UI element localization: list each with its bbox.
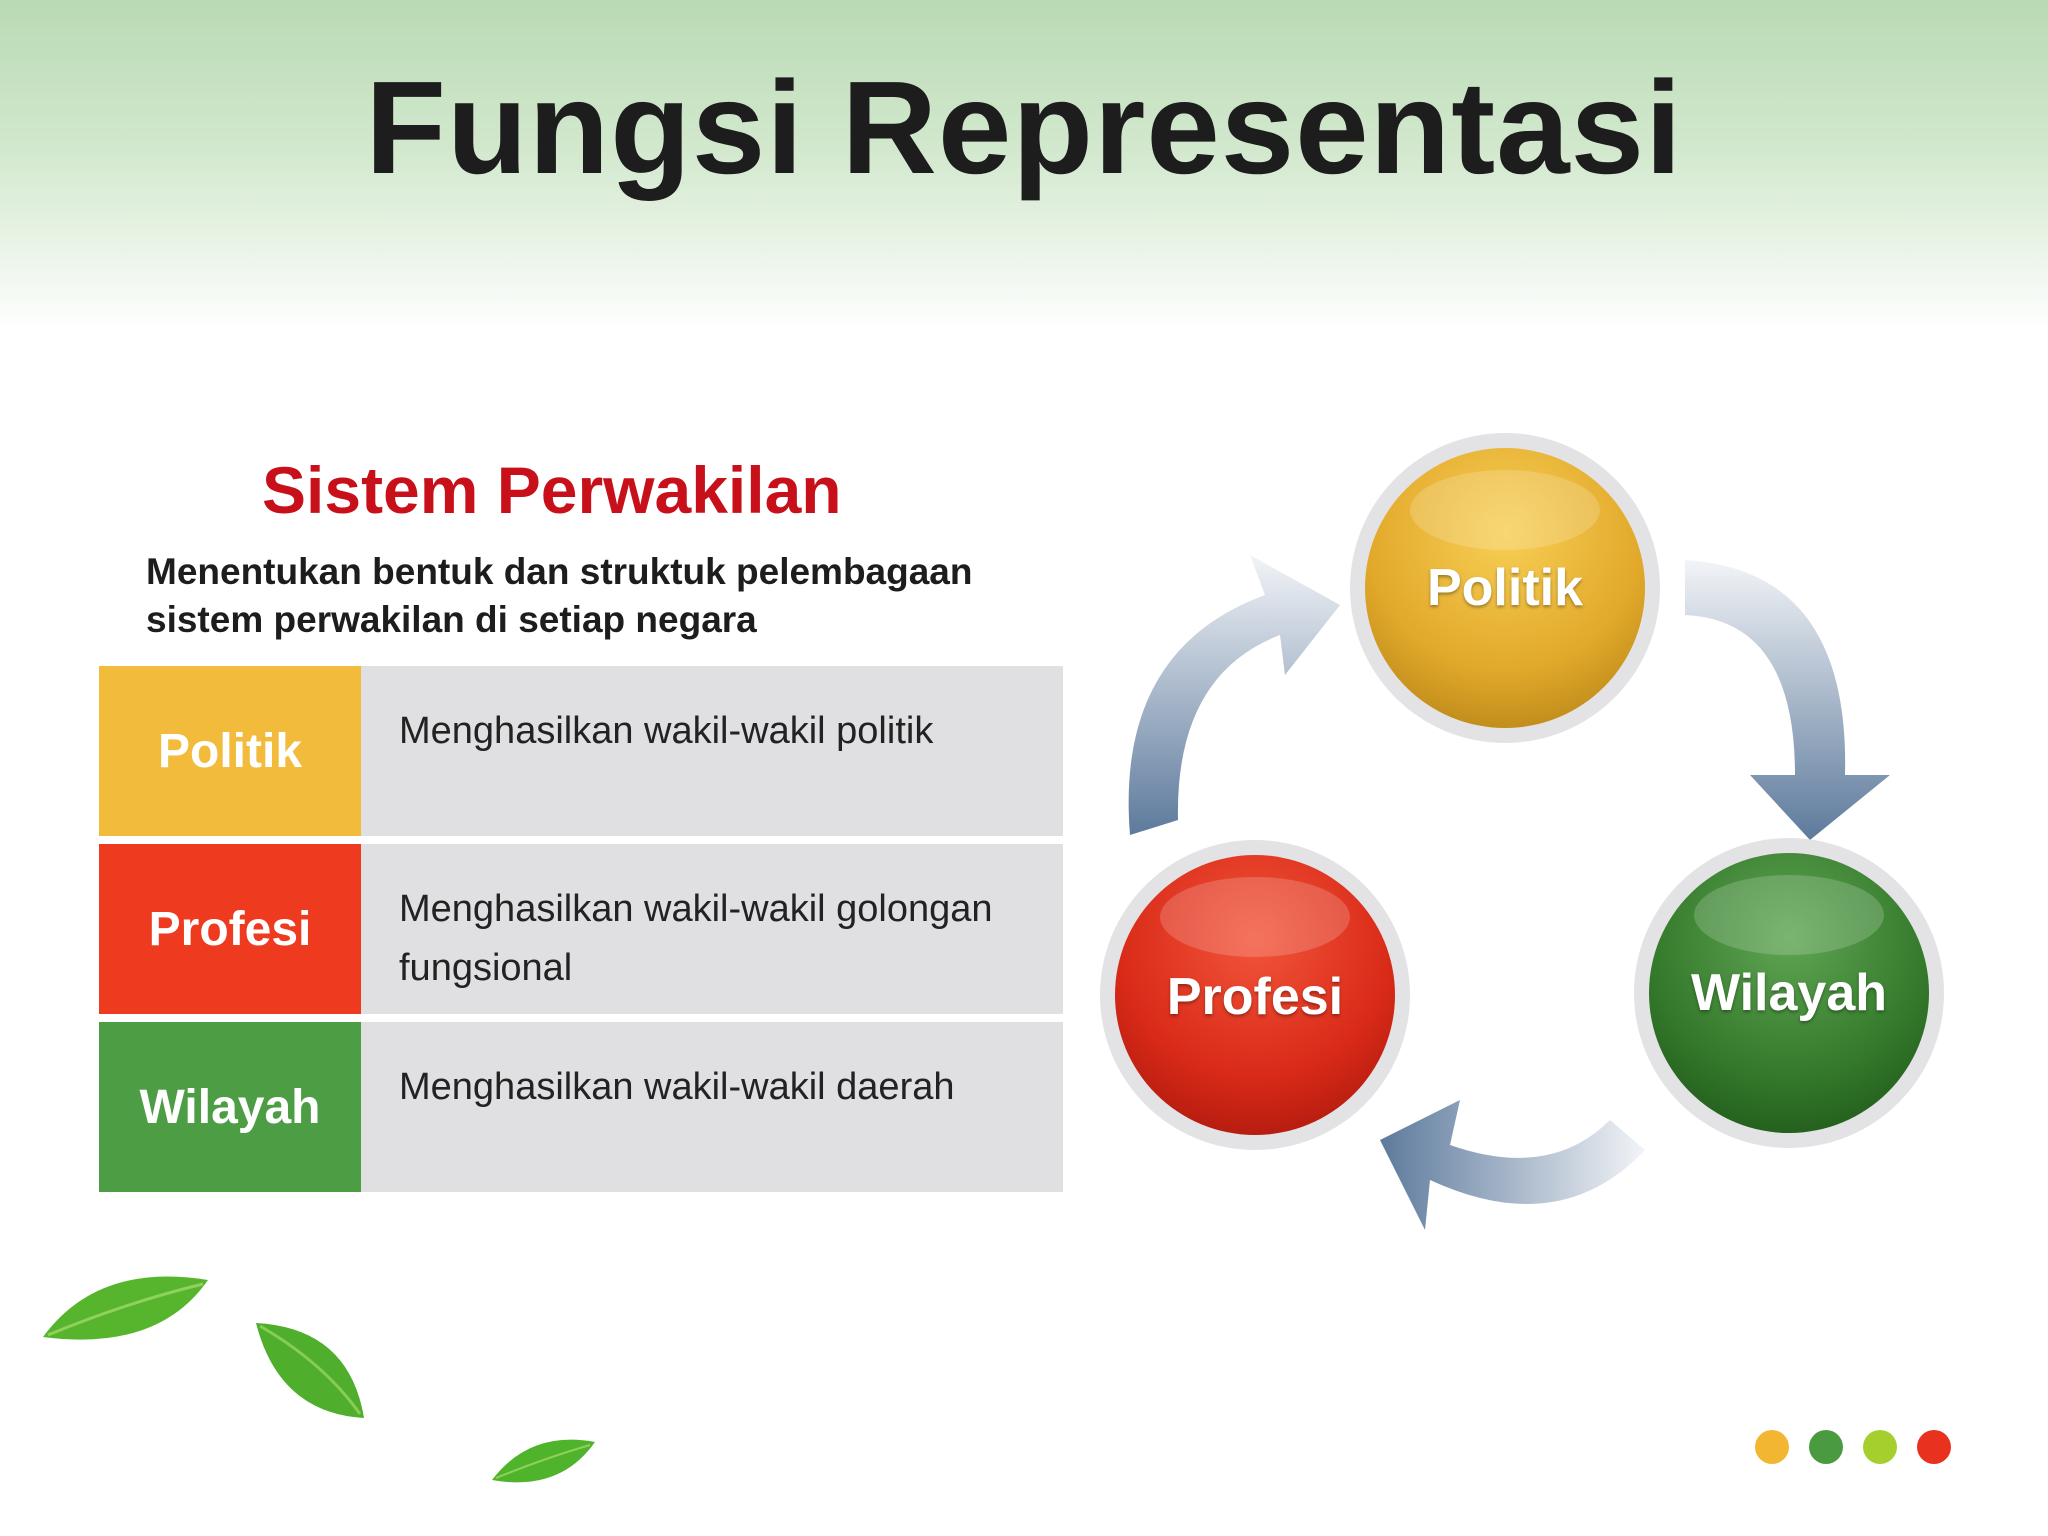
row-description-politik: Menghasilkan wakil-wakil politik bbox=[361, 666, 1063, 836]
leaf-icon bbox=[256, 1323, 364, 1418]
table-row-profesi: Profesi Menghasilkan wakil-wakil golonga… bbox=[99, 844, 1063, 1014]
row-label-politik: Politik bbox=[99, 666, 361, 836]
row-description-profesi: Menghasilkan wakil-wakil golongan fungsi… bbox=[361, 844, 1063, 1014]
section-title: Sistem Perwakilan bbox=[262, 453, 842, 527]
dot-lime bbox=[1863, 1430, 1897, 1464]
page-title: Fungsi Representasi bbox=[365, 54, 1683, 201]
dot-yellow bbox=[1755, 1430, 1789, 1464]
leaf-icon bbox=[43, 1276, 208, 1340]
row-label-wilayah: Wilayah bbox=[99, 1022, 361, 1192]
cycle-node-profesi: Profesi bbox=[1166, 968, 1344, 1026]
dot-green bbox=[1809, 1430, 1843, 1464]
section-description: Menentukan bentuk dan struktuk pelembaga… bbox=[146, 551, 973, 640]
decorative-dots bbox=[1755, 1430, 1951, 1464]
representation-table: Politik Menghasilkan wakil-wakil politik… bbox=[99, 666, 1063, 1200]
header-band bbox=[0, 0, 2048, 330]
cycle-node-wilayah: Wilayah bbox=[1690, 964, 1888, 1022]
row-label-profesi: Profesi bbox=[99, 844, 361, 1014]
arrow-politik-to-wilayah bbox=[1685, 560, 1890, 840]
cycle-node-politik: Politik bbox=[1426, 559, 1584, 617]
leaf-icon bbox=[492, 1439, 595, 1483]
arrow-wilayah-to-profesi bbox=[1380, 1100, 1645, 1230]
cycle-diagram bbox=[1100, 433, 1944, 1230]
table-row-wilayah: Wilayah Menghasilkan wakil-wakil daerah bbox=[99, 1022, 1063, 1192]
row-description-wilayah: Menghasilkan wakil-wakil daerah bbox=[361, 1022, 1063, 1192]
dot-red bbox=[1917, 1430, 1951, 1464]
arrow-profesi-to-politik bbox=[1128, 555, 1340, 835]
table-row-politik: Politik Menghasilkan wakil-wakil politik bbox=[99, 666, 1063, 836]
